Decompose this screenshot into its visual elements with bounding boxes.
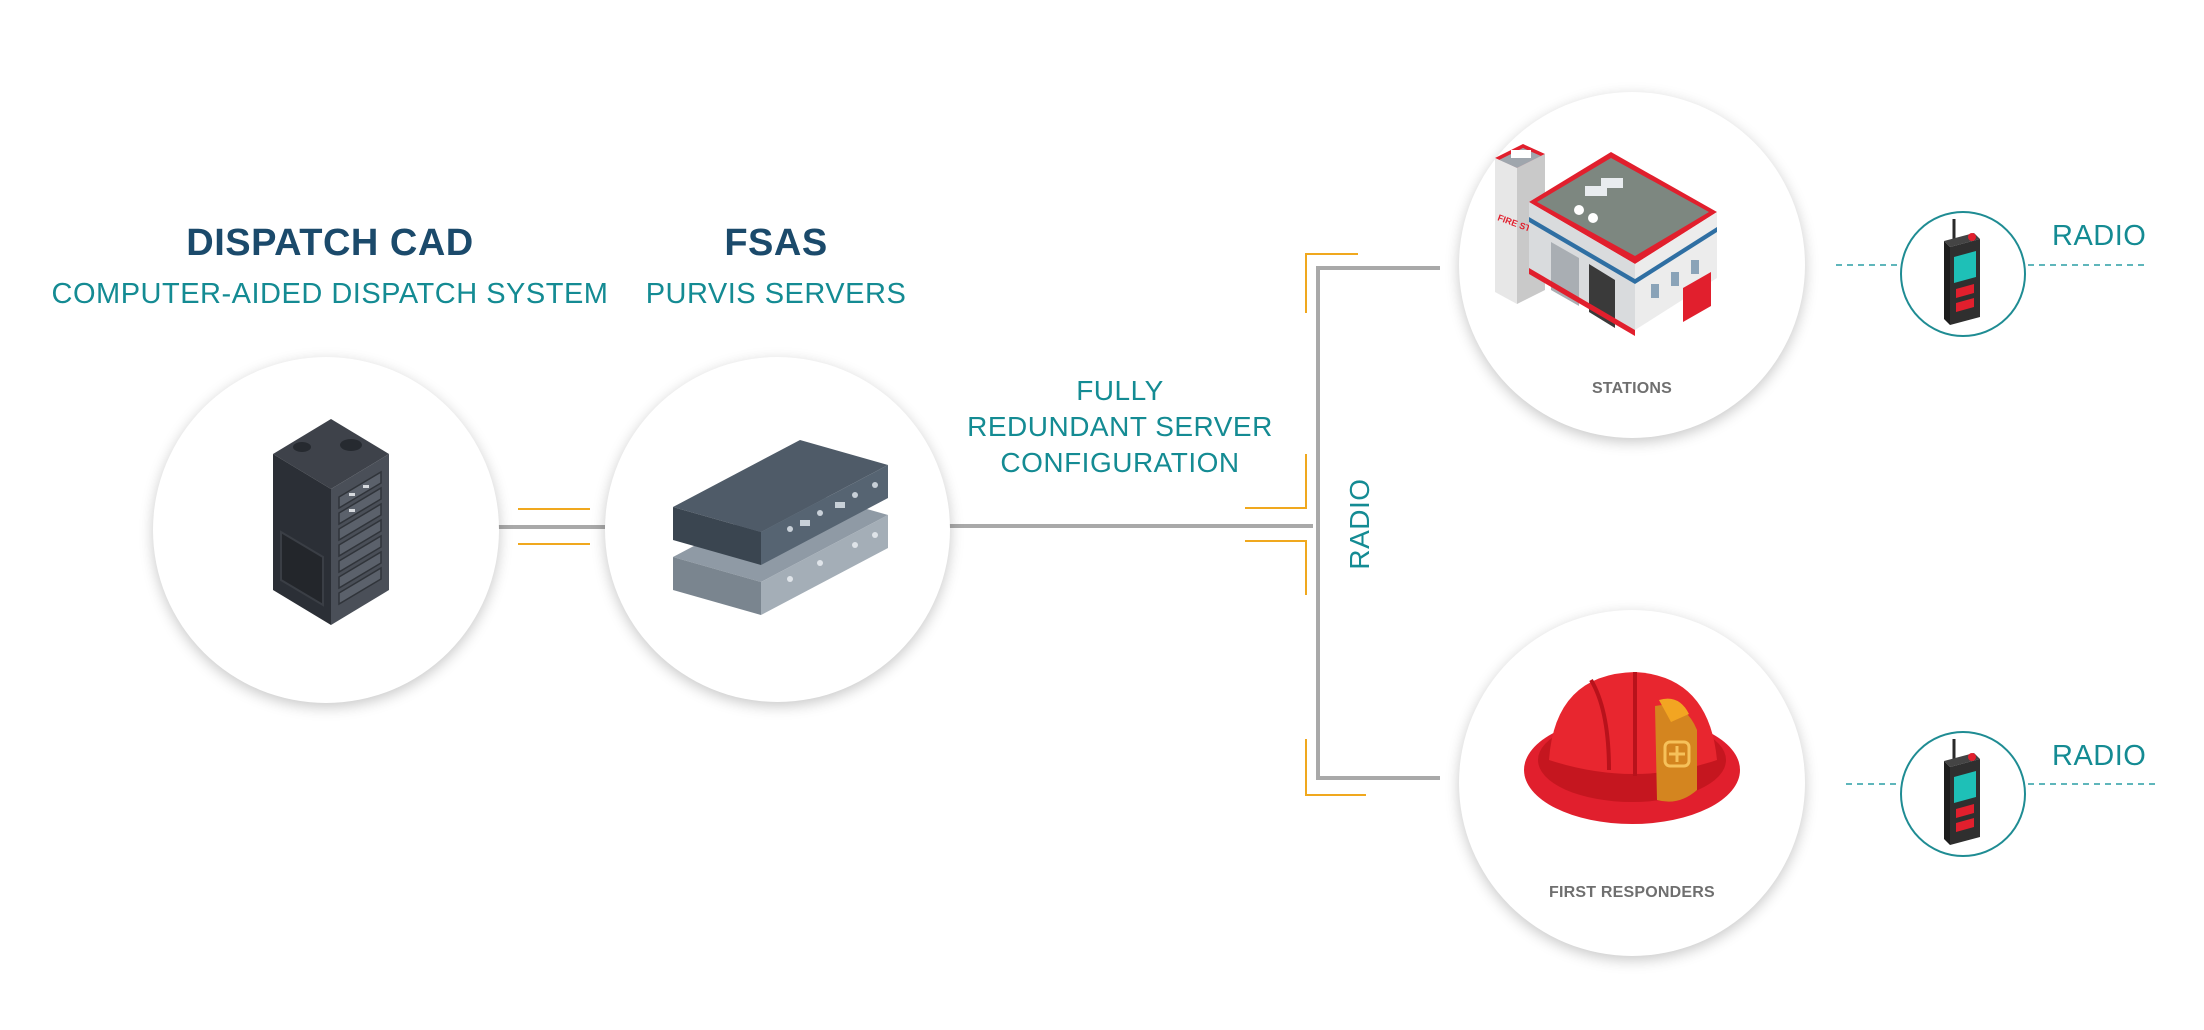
rack-server-icon [673,440,888,615]
fsas-subtitle: PURVIS SERVERS [645,278,907,310]
bracket-bottom [1305,739,1366,796]
stations-radio-label: RADIO [2052,220,2147,252]
dispatch-cad-title: DISPATCH CAD [186,222,474,264]
stations-radio-node [1900,211,2026,337]
fsas-title: FSAS [724,222,828,264]
dispatch-cad-subtitle: COMPUTER-AIDED DISPATCH SYSTEM [51,278,609,310]
trunk-vertical [1316,266,1440,780]
stations-node: FIRE STATION [1459,92,1805,438]
trunk-radio-label: RADIO [1344,478,1375,570]
bracket-mid-upper [1245,454,1307,509]
fire-station-icon: FIRE STATION [1495,144,1717,336]
config-line-3: CONFIGURATION [1000,447,1240,478]
bracket-top [1305,253,1358,313]
server-tower-icon [273,419,389,625]
config-line-2: REDUNDANT SERVER [967,411,1273,442]
stations-label: STATIONS [1591,380,1673,397]
first-responders-radio-node [1900,731,2026,857]
fsas-node [605,357,950,702]
first-responders-label: FIRST RESPONDERS [1549,884,1715,901]
first-responders-radio-label: RADIO [2052,740,2147,772]
redundant-config-label: FULLY REDUNDANT SERVER CONFIGURATION [940,373,1300,481]
dispatch-cad-node [153,357,499,703]
firefighter-helmet-icon [1524,671,1740,824]
bracket-mid-lower [1245,540,1307,595]
first-responders-node [1459,610,1805,956]
config-line-1: FULLY [1076,375,1164,406]
handheld-radio-icon [1944,739,1980,845]
handheld-radio-icon [1944,219,1980,325]
